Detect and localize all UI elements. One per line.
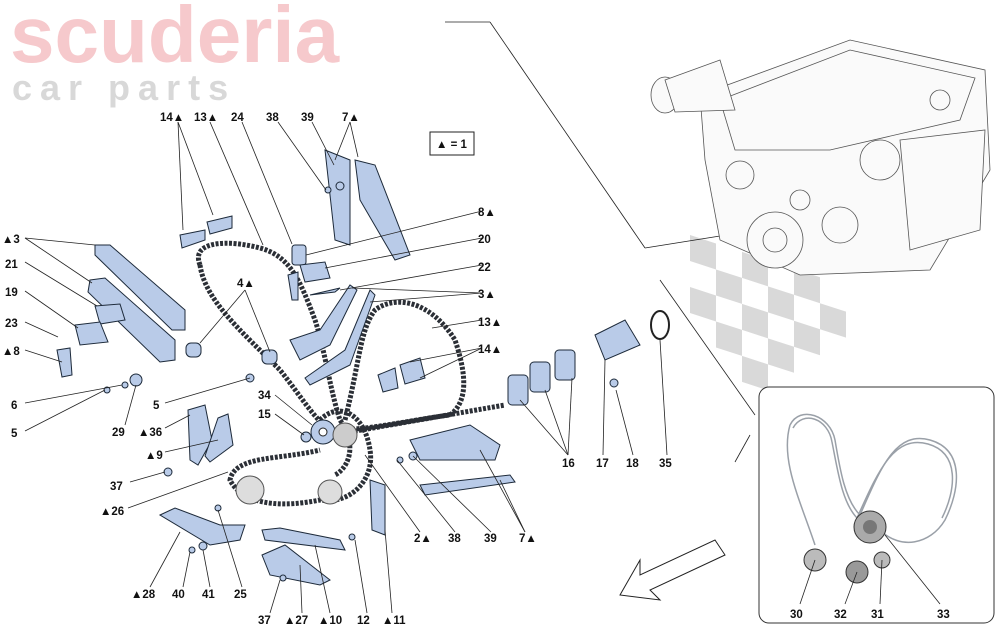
part-label: 30 — [790, 609, 803, 621]
part-label: 3▲ — [478, 289, 496, 301]
leader-lines — [24, 121, 668, 614]
part-label: 24 — [231, 112, 244, 124]
part-label: 37 — [110, 481, 123, 493]
part-label: ▲26 — [100, 506, 124, 518]
part-label: ▲8 — [2, 346, 20, 358]
part-label: 18 — [626, 458, 639, 470]
watermark: scuderia car parts — [10, 0, 340, 108]
part-label: 21 — [5, 259, 18, 271]
sprockets — [235, 419, 358, 505]
legend-text: ▲ = 1 — [436, 139, 467, 151]
part-label: 16 — [562, 458, 575, 470]
inset-chain-view — [758, 386, 995, 624]
engine-overview-illustration — [445, 21, 991, 463]
part-label: 17 — [596, 458, 609, 470]
part-label: ▲28 — [131, 589, 156, 601]
part-label: 32 — [834, 609, 847, 621]
part-label: 35 — [659, 458, 672, 470]
part-label: 4▲ — [237, 278, 255, 290]
part-label: 7▲ — [342, 112, 360, 124]
part-label: 29 — [112, 427, 125, 439]
part-label: 22 — [478, 262, 491, 274]
part-label: 25 — [234, 589, 247, 601]
part-label: 31 — [871, 609, 884, 621]
part-label: ▲27 — [284, 615, 308, 627]
part-label: 39 — [301, 112, 314, 124]
part-label: 40 — [172, 589, 185, 601]
part-label: 23 — [5, 318, 18, 330]
part-label: 7▲ — [519, 533, 537, 545]
legend-box: ▲ = 1 — [429, 131, 475, 156]
part-label: 6 — [11, 400, 17, 412]
part-label: ▲11 — [382, 615, 406, 627]
part-label: 15 — [258, 409, 271, 421]
part-label: 38 — [448, 533, 461, 545]
part-label: 20 — [478, 234, 491, 246]
part-label: 13▲ — [194, 112, 218, 124]
watermark-main: scuderia — [10, 0, 340, 79]
part-label: ▲10 — [318, 615, 342, 627]
part-label: 5 — [153, 400, 160, 412]
part-label: 41 — [202, 589, 215, 601]
watermark-sub: car parts — [12, 67, 236, 108]
part-label: 38 — [266, 112, 279, 124]
part-label: 5 — [11, 428, 18, 440]
direction-arrow — [619, 539, 726, 601]
part-label: 33 — [937, 609, 950, 621]
part-label: 12 — [357, 615, 370, 627]
part-label: 19 — [5, 287, 18, 299]
part-number-labels: 14▲ 13▲ 24 38 39 7▲ ▲3 21 19 23 ▲8 6 5 2… — [2, 112, 950, 627]
part-label: 2▲ — [414, 533, 432, 545]
checkered-flag-decoration — [690, 235, 846, 391]
part-label: ▲3 — [2, 234, 20, 246]
part-label: 13▲ — [478, 317, 502, 329]
part-label: 14▲ — [478, 344, 502, 356]
part-label: 14▲ — [160, 112, 184, 124]
part-label: 37 — [258, 615, 271, 627]
part-label: ▲9 — [145, 450, 163, 462]
part-label: 39 — [484, 533, 497, 545]
part-label: ▲36 — [138, 427, 162, 439]
part-label: 8▲ — [478, 207, 496, 219]
parts — [56, 149, 670, 586]
part-label: 34 — [258, 390, 271, 402]
